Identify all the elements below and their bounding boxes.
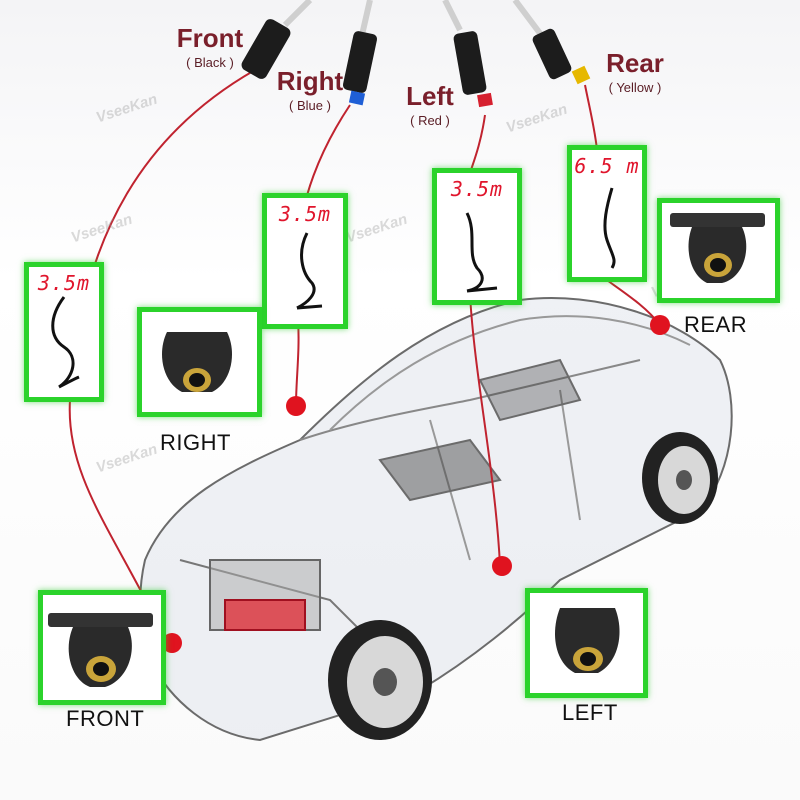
cable-color-note: ( Blue ): [289, 98, 331, 113]
cable-coil-icon: [51, 296, 80, 389]
cable-label-right: Right ( Blue ): [270, 68, 350, 112]
plate-camera-icon: [670, 213, 765, 283]
left-marker: [492, 556, 512, 576]
camera-box-left: [525, 588, 648, 698]
cable-name: Rear: [606, 48, 664, 78]
camera-label-right: RIGHT: [160, 430, 231, 455]
connector-plugs: [241, 19, 591, 108]
cable-color-note: ( Red ): [410, 113, 450, 128]
front-wheel: [328, 620, 432, 740]
connector-cables: [282, 0, 548, 42]
cable-box-front: 3.5m: [24, 262, 104, 402]
cable-name: Front: [176, 23, 244, 53]
position-markers: [162, 315, 670, 653]
cable-box-right: 3.5m: [262, 193, 348, 329]
cable-length: 3.5m: [37, 271, 91, 295]
camera-box-front: [38, 590, 166, 705]
cable-label-rear: Rear ( Yellow ): [595, 50, 675, 94]
camera-box-right: [137, 307, 262, 417]
camera-label-front: FRONT: [66, 706, 145, 731]
dome-camera-icon: [162, 332, 232, 392]
cable-name: Left: [406, 81, 454, 111]
dome-camera-icon: [555, 608, 620, 673]
right-marker: [286, 396, 306, 416]
camera-box-rear: [657, 198, 780, 303]
cable-box-rear: 6.5 m: [567, 145, 647, 282]
cable-name: Right: [276, 66, 344, 96]
cable-label-left: Left ( Red ): [395, 83, 465, 127]
cable-box-left: 3.5m: [432, 168, 522, 305]
cable-coil-icon: [296, 232, 323, 310]
cable-label-front: Front ( Black ): [170, 25, 250, 69]
camera-label-left: LEFT: [562, 700, 618, 725]
car-illustration: [139, 297, 733, 742]
cable-length: 3.5m: [450, 177, 504, 201]
cable-color-note: ( Yellow ): [608, 80, 662, 95]
cable-length: 3.5m: [278, 202, 332, 226]
camera-label-rear: REAR: [684, 312, 748, 337]
cable-color-note: ( Black ): [186, 55, 234, 70]
cable-coil-icon: [465, 212, 498, 293]
rear-marker: [650, 315, 670, 335]
cable-length: 6.5 m: [574, 154, 640, 178]
rear-wheel: [642, 432, 718, 524]
plate-camera-icon: [48, 613, 153, 687]
cable-coil-icon: [603, 187, 616, 269]
front-marker: [162, 633, 182, 653]
